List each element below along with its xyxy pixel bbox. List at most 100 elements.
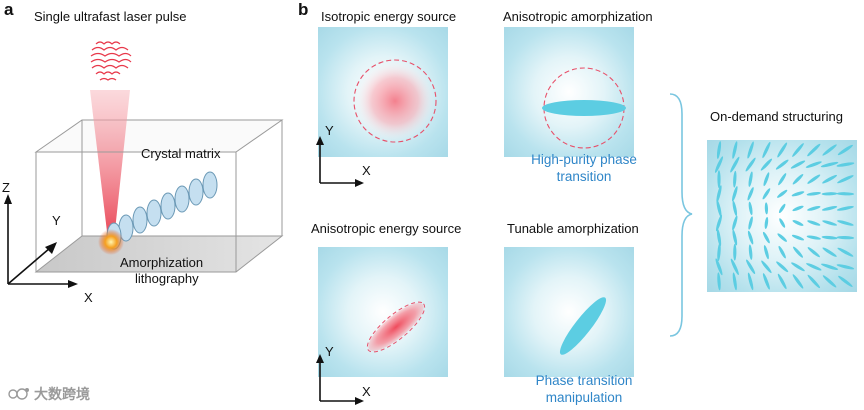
b-axis-y-top: Y xyxy=(325,123,334,138)
pattern-dash xyxy=(792,219,804,227)
pattern-dash xyxy=(716,229,722,247)
pattern-dash xyxy=(777,172,787,186)
pattern-dash xyxy=(748,201,753,215)
pattern-dash xyxy=(807,205,821,212)
watermark-logo-icon xyxy=(8,387,30,401)
high-purity-line1: High-purity phase xyxy=(514,151,654,168)
pattern-dash xyxy=(821,235,837,240)
pattern-dash xyxy=(837,144,854,157)
pattern-dash xyxy=(836,263,854,270)
pattern-dash xyxy=(820,161,838,168)
tunable-disk-icon xyxy=(555,293,612,360)
pattern-dash xyxy=(806,143,821,158)
pattern-dash xyxy=(822,205,838,212)
pattern-dash xyxy=(733,171,737,188)
pattern-dash xyxy=(837,219,854,227)
axis-y-label: Y xyxy=(52,213,61,228)
aniso-amorph-graphic xyxy=(504,27,634,157)
on-demand-pattern xyxy=(707,140,857,292)
pattern-dash xyxy=(807,274,822,289)
curly-bracket xyxy=(666,90,696,350)
pattern-dash xyxy=(777,245,787,259)
pattern-dash xyxy=(746,187,754,202)
watermark-text: 大数跨境 xyxy=(34,384,90,404)
litho-label-line1: Amorphization xyxy=(120,255,203,270)
pattern-dash xyxy=(732,272,738,290)
pattern-dash xyxy=(732,229,739,245)
pattern-dash xyxy=(717,272,722,290)
b-axis-x-top: X xyxy=(362,163,371,178)
pattern-dash xyxy=(729,156,741,173)
pattern-dash xyxy=(792,205,804,212)
litho-label-line2: lithography xyxy=(135,271,199,286)
pattern-dash xyxy=(762,231,771,244)
pattern-dash xyxy=(731,215,738,231)
tunable-title: Tunable amorphization xyxy=(507,221,639,236)
pattern-dash xyxy=(778,218,786,229)
iso-source-title: Isotropic energy source xyxy=(321,9,456,24)
pattern-dash xyxy=(822,192,838,196)
pattern-dash xyxy=(731,141,738,159)
amorphized-disk-icon xyxy=(542,100,626,116)
pattern-dash xyxy=(837,275,853,288)
pattern-dash xyxy=(790,261,805,272)
laser-pulse-icon xyxy=(91,42,131,80)
pattern-dash xyxy=(744,157,756,173)
pattern-dash xyxy=(748,244,753,260)
pattern-dash xyxy=(837,192,855,196)
pattern-dash xyxy=(730,258,740,276)
pattern-dash xyxy=(792,273,805,289)
pattern-dash xyxy=(792,173,805,186)
pattern-dash xyxy=(717,170,720,188)
pattern-dash xyxy=(715,200,722,217)
panel-b-axes-top xyxy=(314,128,374,188)
pattern-dash xyxy=(776,142,788,159)
pattern-dash xyxy=(791,234,804,242)
pattern-dash xyxy=(760,260,773,274)
pattern-dash xyxy=(822,246,838,258)
pattern-dash xyxy=(778,203,787,214)
crystal-matrix-label: Crystal matrix xyxy=(141,146,220,161)
b-axis-y-bottom: Y xyxy=(325,344,334,359)
aniso-source-title: Anisotropic energy source xyxy=(311,221,461,236)
axis-x-label: X xyxy=(84,290,93,305)
watermark: 大数跨境 xyxy=(8,384,90,404)
pattern-dash xyxy=(790,159,806,169)
pattern-dash xyxy=(837,205,854,212)
pattern-dash xyxy=(746,141,755,159)
pattern-dash xyxy=(837,174,855,184)
pattern-dash xyxy=(837,247,854,258)
pattern-dash xyxy=(805,262,822,272)
pattern-dash xyxy=(763,245,770,260)
panel-a-axes xyxy=(4,194,78,288)
pattern-dash xyxy=(806,191,821,196)
pattern-dash xyxy=(765,202,769,214)
pattern-dash xyxy=(807,219,821,226)
pattern-dash xyxy=(762,273,771,291)
phase-manip-line1: Phase transition xyxy=(514,372,654,389)
pattern-dash xyxy=(821,263,839,272)
pattern-dash xyxy=(760,158,773,172)
pattern-dash xyxy=(807,246,821,258)
b-axis-x-bottom: X xyxy=(362,384,371,399)
pattern-dash xyxy=(762,172,770,187)
pattern-dash xyxy=(822,219,838,226)
pattern-dash xyxy=(775,260,789,273)
pattern-dash xyxy=(748,171,754,187)
pattern-dash xyxy=(761,187,771,200)
pattern-dash xyxy=(821,174,837,185)
pattern-dash xyxy=(715,214,723,231)
pattern-dash xyxy=(732,201,738,217)
pattern-dash xyxy=(806,173,821,185)
pattern-dash xyxy=(791,142,805,158)
pattern-dash xyxy=(822,274,838,288)
panel-a-illustration xyxy=(0,0,300,410)
aniso-amorph-title: Anisotropic amorphization xyxy=(503,9,653,24)
pattern-dash xyxy=(822,143,838,157)
pattern-dash xyxy=(792,246,804,259)
pattern-dash xyxy=(777,273,788,290)
pattern-dash xyxy=(717,243,722,261)
pattern-dash xyxy=(747,272,755,290)
axis-z-label: Z xyxy=(2,180,10,195)
tunable-graphic xyxy=(504,247,634,377)
